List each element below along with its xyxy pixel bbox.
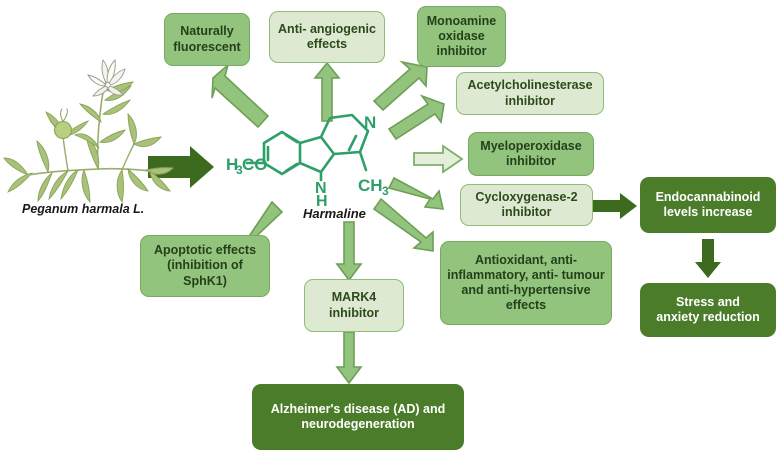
box-myeloperoxidase-inhibitor[interactable]: Myeloperoxidase inhibitor <box>468 132 594 176</box>
methoxy-subscript: 3 <box>236 163 243 177</box>
box-mark4-inhibitor[interactable]: MARK4 inhibitor <box>304 279 404 332</box>
arrow-to-anti-angiogenic <box>313 61 341 122</box>
arrow-to-myeloperoxidase <box>413 144 464 174</box>
arrow-plant-to-molecule <box>148 146 214 188</box>
molecule-name-label: Harmaline <box>303 206 366 221</box>
methoxy-label: H <box>226 155 238 174</box>
box-acetylcholinesterase-inhibitor[interactable]: Acetylcholinesterase inhibitor <box>456 72 604 115</box>
methyl-label: CH <box>358 176 383 195</box>
plant-caption: Peganum harmala L. <box>22 202 145 216</box>
arrow-to-cycloxygenase-2 <box>387 176 445 210</box>
arrow-endocannabinoid-to-stress <box>695 239 721 278</box>
box-monoamine-oxidase-inhibitor[interactable]: Monoamine oxidase inhibitor <box>417 6 506 67</box>
box-anti-angiogenic-effects[interactable]: Anti- angiogenic effects <box>269 11 385 63</box>
nh-nitrogen-label: N <box>315 180 327 197</box>
arrow-to-naturally-fluorescent <box>211 62 270 129</box>
methoxy-co-label: CO <box>242 155 268 174</box>
box-cycloxygenase-2-inhibitor[interactable]: Cycloxygenase-2 inhibitor <box>460 184 593 226</box>
arrow-mark4-to-alzheimers <box>335 331 363 385</box>
arrow-to-antioxidant <box>372 197 434 252</box>
box-antioxidant-effects[interactable]: Antioxidant, anti- inflammatory, anti- t… <box>440 241 612 325</box>
box-apoptotic-effects[interactable]: Apoptotic effects (inhibition of SphK1) <box>140 235 270 297</box>
box-endocannabinoid-levels-increase[interactable]: Endocannabinoid levels increase <box>640 177 776 233</box>
box-alzheimers-disease[interactable]: Alzheimer's disease (AD) and neurodegene… <box>252 384 464 450</box>
arrow-to-monoamine-oxidase <box>372 60 428 112</box>
ring-nitrogen-label: N <box>364 113 376 132</box>
methyl-subscript: 3 <box>382 184 389 198</box>
arrow-to-mark4 <box>335 221 363 282</box>
arrow-to-acetylcholinesterase <box>387 94 445 141</box>
box-naturally-fluorescent[interactable]: Naturally fluorescent <box>164 13 250 66</box>
box-stress-and-anxiety-reduction[interactable]: Stress and anxiety reduction <box>640 283 776 337</box>
arrow-cox2-to-endocannabinoid <box>592 193 637 219</box>
